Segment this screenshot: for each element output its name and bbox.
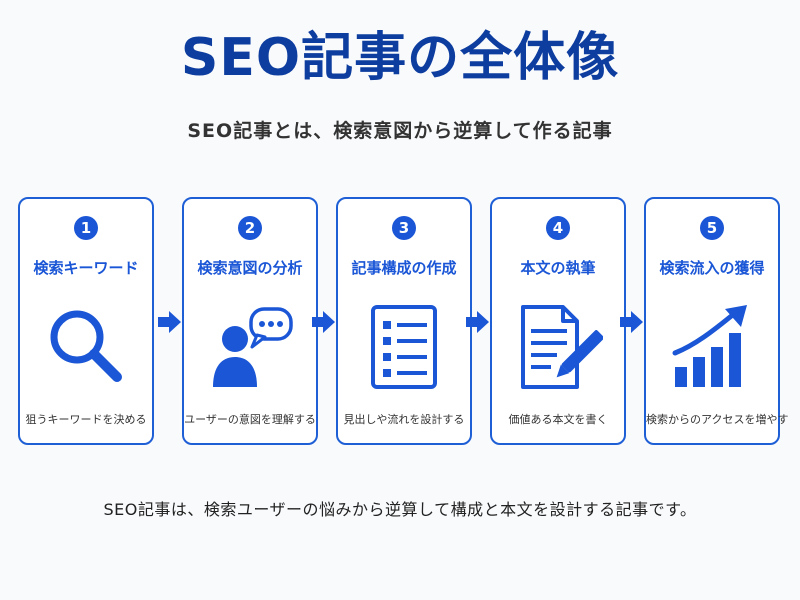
- step-card-keyword: 1 検索キーワード 狙うキーワードを決める: [18, 197, 154, 445]
- checklist-document-icon: [359, 301, 449, 391]
- document-pen-icon: [513, 301, 604, 391]
- step-description: 価値ある本文を書く: [508, 413, 608, 426]
- growth-bar-chart-icon: [667, 301, 757, 391]
- step-number: 4: [546, 216, 570, 240]
- process-flow: 1 検索キーワード 狙うキーワードを決める 2 検索意図の分析: [18, 197, 789, 447]
- step-number: 5: [700, 216, 724, 240]
- step-title: 検索キーワード: [33, 259, 139, 277]
- step-description: ユーザーの意図を理解する: [184, 413, 316, 426]
- step-number: 3: [392, 216, 416, 240]
- footer-note: SEO記事は、検索ユーザーの悩みから逆算して構成と本文を設計する記事です。: [103, 500, 697, 519]
- user-speech-bubble-icon: [205, 301, 295, 391]
- step-card-intent: 2 検索意図の分析 ユーザーの意図を理解する: [182, 197, 318, 445]
- arrow-right-icon: [618, 309, 644, 335]
- arrow-right-icon: [310, 309, 336, 335]
- step-description: 見出しや流れを設計する: [343, 413, 465, 426]
- step-card-writing: 4 本文の執筆 価値ある本文を書く: [490, 197, 626, 445]
- page-subtitle: SEO記事とは、検索意図から逆算して作る記事: [187, 120, 613, 142]
- step-number: 2: [238, 216, 262, 240]
- step-description: 狙うキーワードを決める: [25, 413, 147, 426]
- step-title: 記事構成の作成: [351, 259, 457, 277]
- step-title: 検索意図の分析: [197, 259, 303, 277]
- step-number: 1: [74, 216, 98, 240]
- arrow-right-icon: [156, 309, 182, 335]
- magnifying-glass-icon: [41, 301, 131, 391]
- step-title: 検索流入の獲得: [659, 259, 765, 277]
- arrow-right-icon: [464, 309, 490, 335]
- page-title: SEO記事の全体像: [180, 28, 620, 88]
- step-title: 本文の執筆: [520, 259, 596, 277]
- step-card-outline: 3 記事構成の作成 見出しや流れを設計する: [336, 197, 472, 445]
- step-description: 検索からのアクセスを増やす: [646, 413, 789, 426]
- step-card-traffic: 5 検索流入の獲得 検索からのアクセスを増やす: [644, 197, 789, 445]
